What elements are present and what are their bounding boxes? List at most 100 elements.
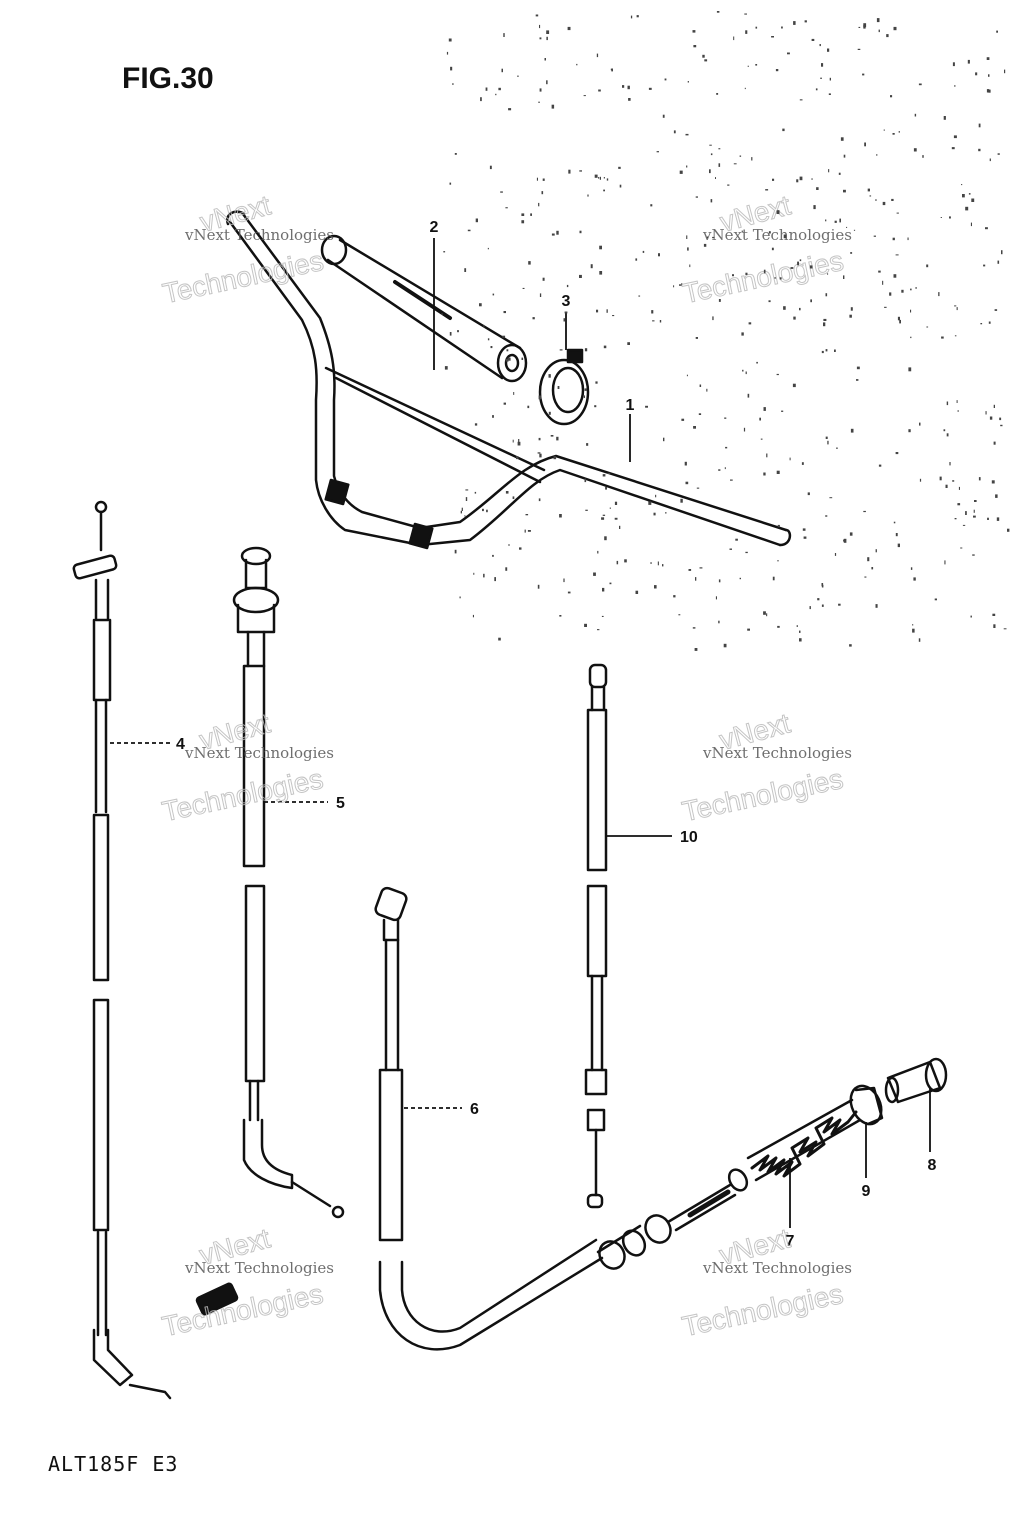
noise-speck	[772, 576, 775, 581]
noise-speck	[583, 395, 585, 398]
noise-speck	[782, 128, 785, 132]
noise-speck	[989, 416, 993, 420]
noise-speck	[934, 598, 937, 601]
noise-speck	[807, 492, 810, 496]
noise-speck	[655, 494, 657, 498]
noise-speck	[825, 219, 827, 222]
noise-speck	[816, 187, 819, 190]
svg-text:vNext Technologies: vNext Technologies	[702, 226, 852, 244]
noise-speck	[956, 400, 958, 403]
svg-text:Technologies: Technologies	[679, 763, 845, 827]
noise-speck	[978, 123, 981, 128]
watermark-mid-left: vNext vNext Technologies Technologies	[159, 707, 334, 828]
noise-speck	[796, 179, 799, 183]
noise-speck	[777, 560, 779, 562]
noise-speck	[743, 427, 746, 432]
noise-speck	[850, 307, 853, 311]
noise-speck	[825, 436, 828, 439]
noise-speck	[922, 155, 924, 158]
noise-speck	[799, 259, 802, 262]
noise-speck	[1004, 69, 1006, 74]
noise-speck	[568, 169, 571, 174]
noise-speck	[584, 478, 587, 483]
callout-9: 9	[862, 1183, 871, 1200]
noise-speck	[766, 453, 768, 458]
noise-speck	[584, 388, 587, 391]
noise-speck	[776, 210, 780, 214]
noise-speck	[974, 500, 977, 502]
noise-speck	[605, 487, 607, 490]
noise-speck	[783, 234, 787, 239]
noise-speck	[957, 503, 961, 506]
noise-speck	[500, 191, 503, 193]
noise-speck	[594, 174, 598, 178]
noise-speck	[730, 479, 733, 481]
noise-speck	[834, 553, 837, 556]
noise-speck	[756, 361, 758, 364]
noise-speck	[878, 29, 880, 33]
noise-speck	[681, 418, 685, 421]
noise-speck	[473, 572, 475, 575]
noise-speck	[551, 104, 555, 109]
noise-speck	[472, 614, 474, 618]
noise-speck	[693, 426, 696, 429]
noise-speck	[679, 284, 682, 286]
noise-speck	[760, 438, 763, 440]
noise-speck	[538, 202, 540, 207]
noise-speck	[612, 315, 615, 317]
noise-speck	[537, 452, 541, 454]
noise-speck	[489, 165, 492, 170]
noise-speck	[898, 131, 900, 133]
svg-text:vNext Technologies: vNext Technologies	[702, 744, 852, 762]
noise-speck	[452, 83, 454, 85]
noise-speck	[827, 48, 830, 52]
noise-speck	[651, 310, 654, 314]
noise-speck	[996, 517, 1000, 521]
spring-part	[727, 1098, 862, 1192]
noise-speck	[988, 74, 990, 77]
noise-speck	[563, 578, 565, 583]
noise-speck	[524, 529, 526, 533]
noise-speck	[996, 30, 998, 33]
noise-speck	[789, 457, 791, 461]
noise-speck	[538, 101, 540, 103]
noise-speck	[956, 307, 958, 311]
noise-speck	[867, 557, 870, 562]
noise-speck	[801, 462, 804, 465]
svg-text:vNext Technologies: vNext Technologies	[184, 1259, 334, 1277]
noise-speck	[986, 57, 990, 60]
noise-speck	[492, 554, 494, 557]
noise-speck	[849, 644, 852, 647]
noise-speck	[915, 287, 917, 289]
noise-speck	[777, 524, 780, 528]
noise-speck	[945, 484, 948, 488]
noise-speck	[876, 154, 878, 156]
callout-3: 3	[562, 293, 571, 310]
noise-speck	[952, 480, 955, 482]
svg-text:Technologies: Technologies	[679, 1278, 845, 1342]
noise-speck	[486, 509, 488, 513]
noise-speck	[892, 237, 895, 241]
noise-speck	[799, 630, 801, 633]
noise-speck	[745, 371, 747, 375]
noise-speck	[970, 615, 972, 618]
noise-speck	[912, 628, 915, 633]
noise-speck	[882, 280, 884, 285]
noise-speck	[656, 151, 659, 153]
noise-speck	[820, 77, 822, 79]
noise-speck	[517, 441, 521, 446]
noise-speck	[875, 199, 877, 201]
noise-speck	[771, 36, 774, 38]
noise-speck	[771, 247, 774, 251]
noise-speck	[843, 154, 846, 158]
noise-speck	[664, 78, 667, 81]
noise-speck	[875, 549, 877, 553]
noise-speck	[718, 163, 721, 167]
noise-speck	[542, 178, 545, 181]
noise-speck	[895, 452, 899, 455]
noise-speck	[579, 170, 582, 172]
callout-6: 6	[470, 1101, 479, 1118]
noise-speck	[733, 36, 735, 41]
noise-speck	[742, 369, 744, 372]
